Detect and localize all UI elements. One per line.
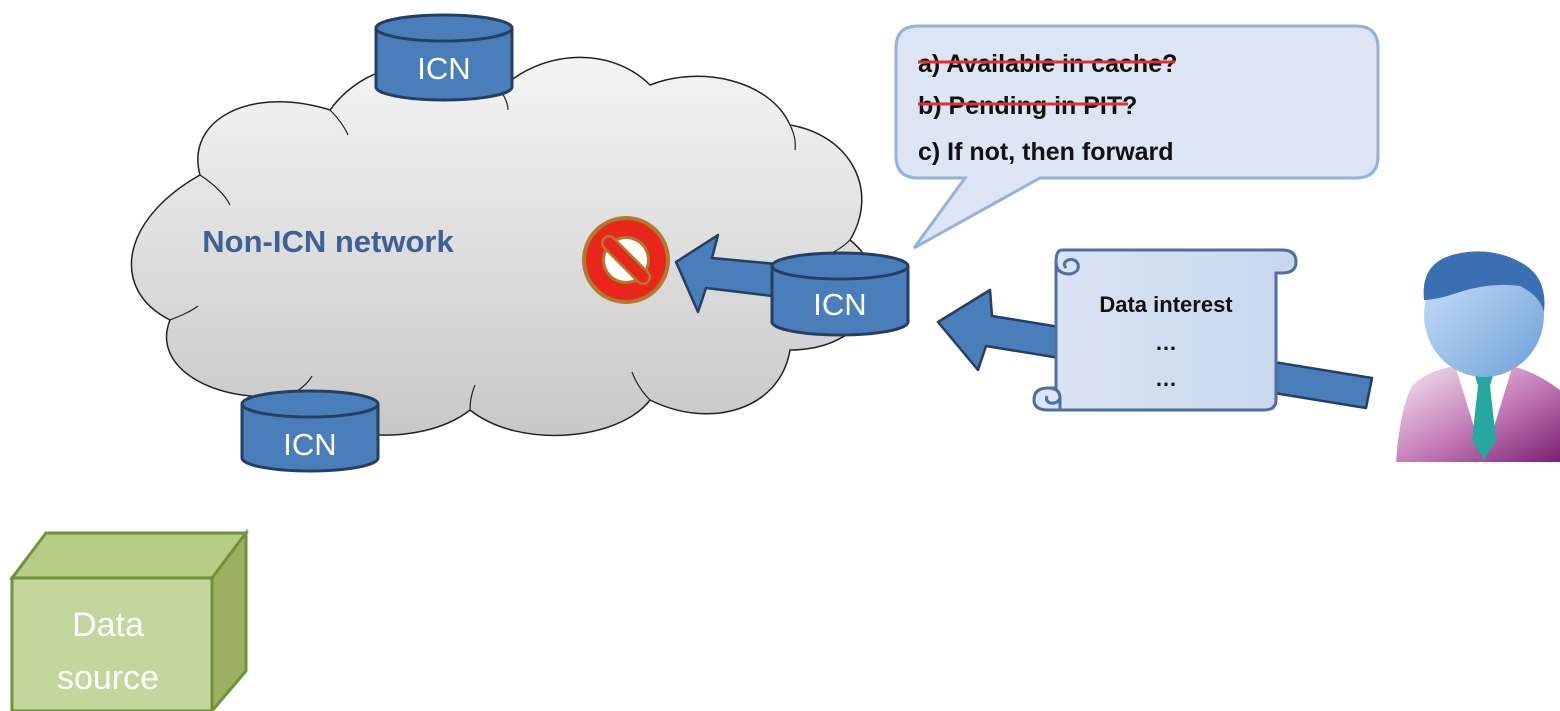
user-icon <box>1396 251 1560 462</box>
icn-node-center: ICN <box>770 251 910 337</box>
data-source-box: Data source <box>8 528 250 711</box>
callout-line-b: b) Pending in PIT? <box>918 92 1137 120</box>
icn-node-top-label: ICN <box>417 51 470 86</box>
non-icn-network-cloud: Non-ICN network <box>130 56 876 437</box>
cloud-label: Non-ICN network <box>202 224 454 259</box>
callout-line-c: c) If not, then forward <box>918 138 1174 166</box>
icn-node-bottom-label: ICN <box>283 427 336 462</box>
data-source-label-line-2: source <box>57 659 159 697</box>
no-entry-icon <box>582 216 670 304</box>
icn-node-bottom: ICN <box>240 389 380 473</box>
data-interest-scroll: Data interest … … <box>1032 248 1298 412</box>
icn-node-center-label: ICN <box>813 287 866 322</box>
scroll-title: Data interest <box>1099 292 1233 317</box>
callout-line-a: a) Available in cache? <box>918 50 1177 78</box>
data-source-label-line-1: Data <box>72 606 144 644</box>
scroll-line-1: … <box>1155 330 1177 355</box>
icn-node-top: ICN <box>374 13 514 102</box>
callout-bubble: a) Available in cache? b) Pending in PIT… <box>894 24 1380 250</box>
scroll-line-2: … <box>1155 366 1177 391</box>
